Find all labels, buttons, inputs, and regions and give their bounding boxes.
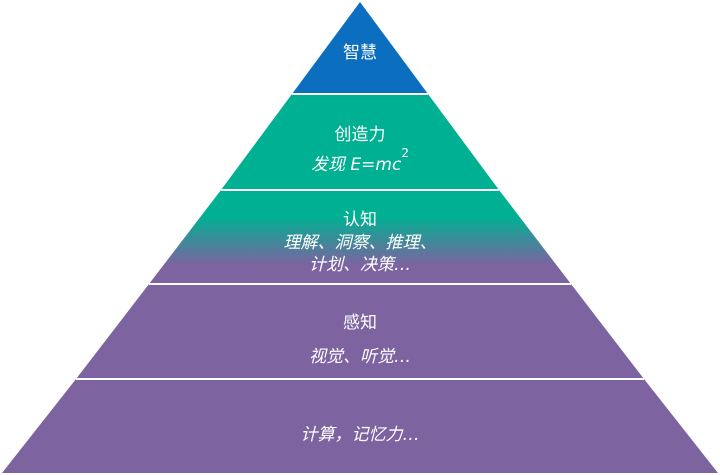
- layer-wisdom: [292, 2, 428, 94]
- layer-cognition: [149, 190, 571, 284]
- cognition-subtitle: 理解、洞察、推理、: [283, 233, 437, 253]
- computation-subtitle: 计算，记忆力…: [300, 425, 420, 445]
- creativity-subtitle: 发现 E=mc2: [0, 146, 720, 175]
- perception-subtitle: 视觉、听觉…: [309, 347, 411, 367]
- cognition-title: 认知: [343, 210, 377, 230]
- perception-title: 感知: [343, 313, 377, 333]
- layer-computation: [2, 379, 718, 473]
- layer-perception: [76, 284, 644, 379]
- wisdom-title: 智慧: [343, 43, 377, 63]
- layer-creativity: [221, 94, 499, 190]
- formula-exponent: 2: [401, 146, 409, 161]
- cognition-subtitle-2: 计划、决策…: [309, 255, 411, 275]
- layer-dividers: [76, 93, 644, 380]
- creativity-formula: 发现 E=mc: [311, 155, 402, 175]
- creativity-title: 创造力: [334, 125, 386, 145]
